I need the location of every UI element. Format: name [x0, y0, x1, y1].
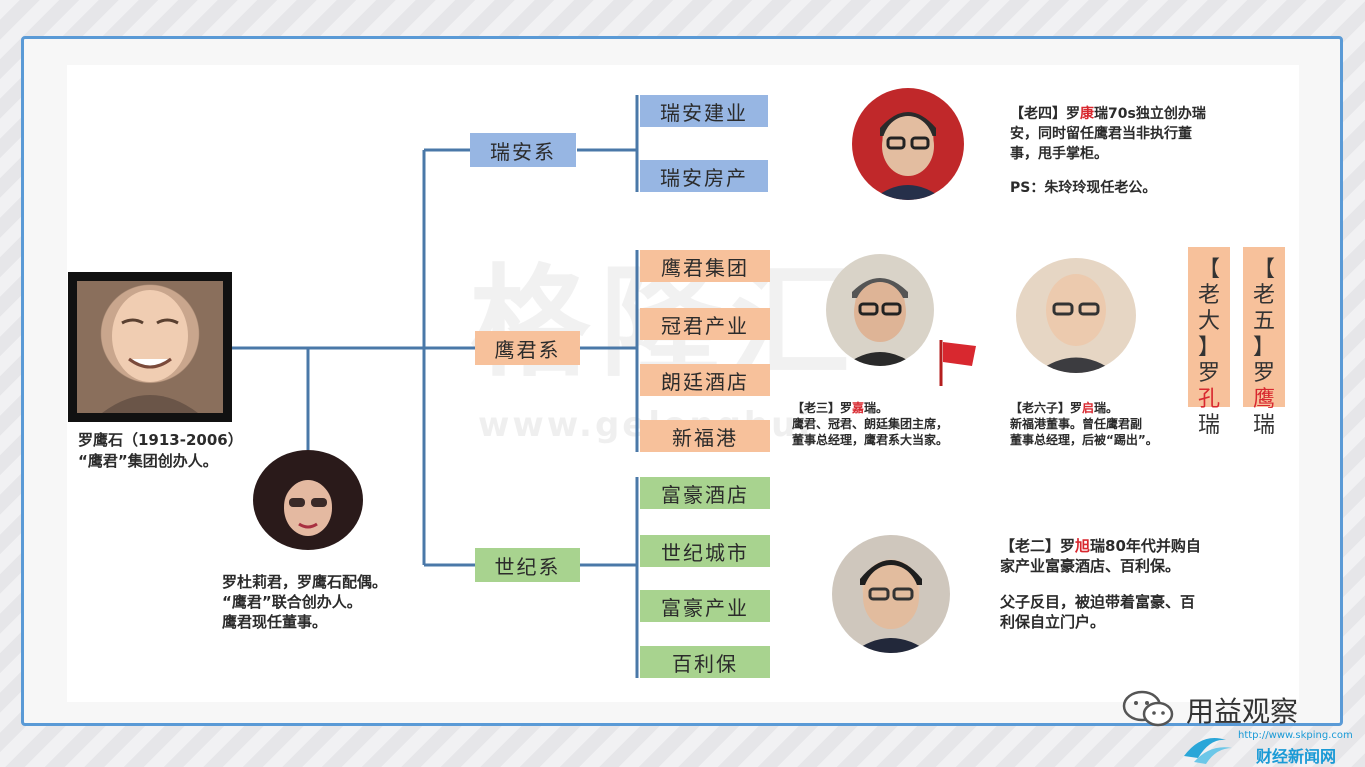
eldest-name-char: 孔	[1197, 387, 1220, 412]
founder-name: 罗鹰石（1913-2006）	[78, 431, 243, 449]
fifth-char1: 老	[1252, 283, 1275, 308]
son2-note: 【老二】罗旭瑞80年代并购自 家产业富豪酒店、百利保。 父子反目，被迫带着富豪、…	[1000, 536, 1201, 632]
son4-line2: 安，同时留任鹰君当非执行董	[1010, 126, 1192, 142]
group-yingjun: 鹰君系	[475, 331, 580, 365]
son2-name-char: 旭	[1075, 537, 1091, 555]
son4-line3: 事，甩手掌柜。	[1010, 146, 1108, 162]
son2-line3: 父子反目，被迫带着富豪、百	[1000, 593, 1196, 611]
site-url: http://www.skping.com	[1238, 730, 1353, 741]
eldest-surname: 罗	[1197, 361, 1220, 386]
company-fuhao-jiudian: 富豪酒店	[640, 477, 770, 509]
fifth-bracket-close: 】	[1252, 335, 1275, 360]
fifth-name-char: 鹰	[1252, 387, 1275, 412]
son4-ps: PS：朱玲玲现任老公。	[1010, 180, 1157, 196]
founder-portrait	[68, 272, 232, 422]
eldest-char2: 大	[1197, 309, 1220, 334]
son2-line4: 利保自立门户。	[1000, 613, 1106, 631]
eldest-bracket-open: 【	[1197, 257, 1220, 282]
son6-line3: 董事总经理，后被“踢出”。	[1010, 433, 1158, 447]
son2-suffix: 瑞80年代并购自	[1090, 537, 1201, 555]
founder-caption: 罗鹰石（1913-2006） “鹰君”集团创办人。	[78, 430, 243, 472]
son6-name-char: 启	[1082, 401, 1095, 415]
eldest-son-tab: 【 老 大 】 罗 孔 瑞	[1188, 247, 1230, 438]
eldest-bracket-close: 】	[1197, 335, 1220, 360]
site-logo-icon	[1184, 738, 1232, 764]
company-ruian-jianye: 瑞安建业	[640, 95, 768, 127]
son3-suffix: 瑞。	[864, 401, 889, 415]
son6-suffix: 瑞。	[1094, 401, 1119, 415]
son6-note: 【老六子】罗启瑞。 新福港董事。曾任鹰君副 董事总经理，后被“踢出”。	[1010, 400, 1158, 448]
son3-prefix: 【老三】罗	[792, 401, 853, 415]
son6-prefix: 【老六子】罗	[1010, 401, 1083, 415]
fifth-name-char2: 瑞	[1252, 413, 1275, 438]
company-bailibao: 百利保	[640, 646, 770, 678]
company-guanjun-chanye: 冠君产业	[640, 308, 770, 340]
son6-face-icon	[1036, 274, 1116, 373]
spouse-line3: 鹰君现任董事。	[222, 613, 328, 631]
spouse-face-icon	[284, 480, 332, 536]
company-fuhao-chanye: 富豪产业	[640, 590, 770, 622]
son2-face-icon	[852, 560, 930, 653]
wechat-logo-icon	[1122, 690, 1174, 727]
founder-face-icon	[102, 290, 198, 413]
son6-portrait	[1016, 258, 1136, 373]
son3-line3: 董事总经理，鹰君系大当家。	[792, 433, 949, 447]
son6-line2: 新福港董事。曾任鹰君副	[1010, 417, 1143, 431]
spouse-line1: 罗杜莉君，罗鹰石配偶。	[222, 573, 388, 591]
spouse-portrait	[253, 450, 363, 550]
spouse-line2: “鹰君”联合创办人。	[222, 593, 362, 611]
son3-face-icon	[844, 278, 916, 366]
company-ruian-fangchan: 瑞安房产	[640, 160, 768, 192]
fifth-son-tab: 【 老 五 】 罗 鹰 瑞	[1243, 247, 1285, 438]
fifth-bracket-open: 【	[1252, 257, 1275, 282]
son4-name-char: 康	[1080, 106, 1094, 122]
group-ruian: 瑞安系	[470, 133, 576, 167]
son2-line2: 家产业富豪酒店、百利保。	[1000, 557, 1181, 575]
brand-name: 用益观察	[1186, 695, 1299, 728]
red-flag	[939, 340, 976, 386]
son2-portrait	[832, 535, 950, 653]
eldest-char1: 老	[1197, 283, 1220, 308]
son4-portrait	[852, 88, 964, 200]
spouse-caption: 罗杜莉君，罗鹰石配偶。 “鹰君”联合创办人。 鹰君现任董事。	[222, 572, 387, 632]
son4-suffix: 瑞70s独立创办瑞	[1094, 106, 1206, 122]
son3-portrait	[826, 254, 934, 366]
fifth-surname: 罗	[1252, 361, 1275, 386]
son3-name-char: 嘉	[852, 401, 865, 415]
son3-line2: 鹰君、冠君、朗廷集团主席，	[792, 417, 949, 431]
fifth-char2: 五	[1252, 309, 1275, 334]
son4-prefix: 【老四】罗	[1010, 106, 1080, 122]
company-xinfugang: 新福港	[640, 420, 770, 452]
company-langting-jiudian: 朗廷酒店	[640, 364, 770, 396]
son4-note: 【老四】罗康瑞70s独立创办瑞 安，同时留任鹰君当非执行董 事，甩手掌柜。 PS…	[1010, 104, 1206, 198]
group-shiji: 世纪系	[475, 548, 580, 582]
company-shiji-chengshi: 世纪城市	[640, 535, 770, 567]
eldest-name-char2: 瑞	[1197, 413, 1220, 438]
son4-face-icon	[872, 112, 944, 200]
son2-prefix: 【老二】罗	[1000, 537, 1076, 555]
site-name: 财经新闻网	[1256, 747, 1337, 766]
founder-role: “鹰君”集团创办人。	[78, 452, 218, 470]
son3-note: 【老三】罗嘉瑞。 鹰君、冠君、朗廷集团主席， 董事总经理，鹰君系大当家。	[792, 400, 948, 448]
company-yingjun-jituan: 鹰君集团	[640, 250, 770, 282]
